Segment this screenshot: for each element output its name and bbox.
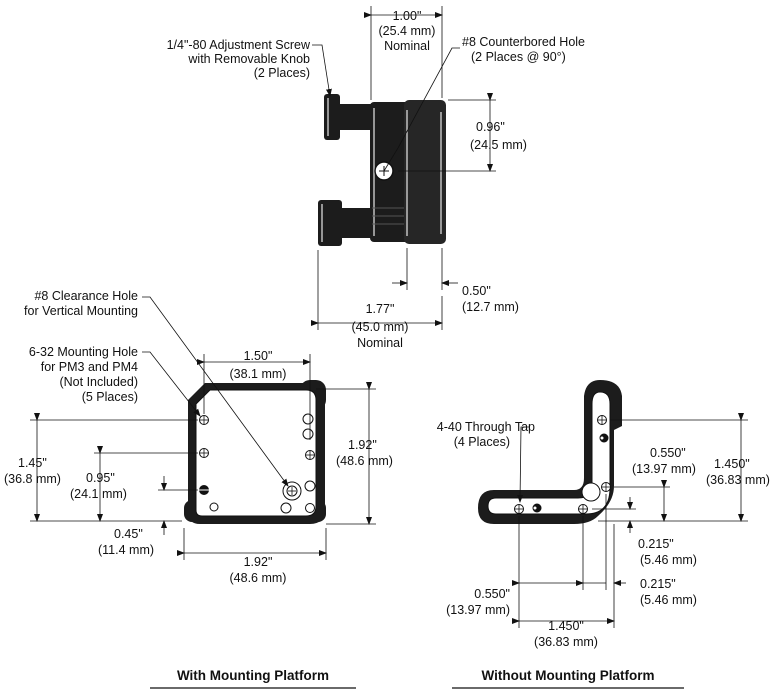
dim-right-small-1: 0.215" <box>638 537 674 551</box>
right-view-drawing <box>478 380 622 524</box>
right-view-labels: 4-40 Through Tap (4 Places) 0.550" (13.9… <box>437 420 770 689</box>
dim-left-inner-1: 0.95" <box>86 471 115 485</box>
dim-inner-h-2: (13.97 mm) <box>446 603 510 617</box>
dim-outer-h-1: 1.450" <box>548 619 584 633</box>
top-view-dimensions <box>311 6 496 330</box>
dim-width-1: 1.00" <box>393 9 422 23</box>
dim-outer-v-1: 1.450" <box>714 457 750 471</box>
right-view-dimensions <box>512 413 748 628</box>
l-bracket-face <box>487 391 611 515</box>
tap-label-2: (4 Places) <box>454 435 510 449</box>
dim-inner-v-2: (13.97 mm) <box>632 462 696 476</box>
screw-label-3: (2 Places) <box>254 66 310 80</box>
dim-small-1: 0.45" <box>114 527 143 541</box>
dim-width-2: (25.4 mm) <box>379 24 436 38</box>
dim-bottom-2: (48.6 mm) <box>230 571 287 585</box>
dim-bottom-1: 1.92" <box>244 555 273 569</box>
screw-label-2: with Removable Knob <box>187 52 310 66</box>
left-view-dimensions <box>30 296 376 560</box>
dim-right-small-2: (5.46 mm) <box>640 553 697 567</box>
dim-offset-2: (12.7 mm) <box>462 300 519 314</box>
lower-knob <box>318 200 342 246</box>
clearance-label-2: for Vertical Mounting <box>24 304 138 318</box>
hole-label-2: (2 Places @ 90°) <box>471 50 566 64</box>
screw-label-1: 1/4"-80 Adjustment Screw <box>167 38 311 52</box>
dim-bottom-small-1: 0.215" <box>640 577 676 591</box>
mount-label-2: for PM3 and PM4 <box>41 360 138 374</box>
left-view-labels: #8 Clearance Hole for Vertical Mounting … <box>4 289 393 689</box>
dim-overall-3: Nominal <box>357 336 403 350</box>
dim-top-2: (38.1 mm) <box>230 367 287 381</box>
hole-label-1: #8 Counterbored Hole <box>462 35 585 49</box>
caption-without-platform: Without Mounting Platform <box>481 668 654 683</box>
dim-outer-h-2: (36.83 mm) <box>534 635 598 649</box>
mount-label-1: 6-32 Mounting Hole <box>29 345 138 359</box>
dim-top-1: 1.50" <box>244 349 273 363</box>
tap-label-1: 4-40 Through Tap <box>437 420 535 434</box>
dim-small-2: (11.4 mm) <box>98 543 154 557</box>
dim-right-2: (48.6 mm) <box>336 454 393 468</box>
top-view-labels: 1/4"-80 Adjustment Screw with Removable … <box>167 9 585 350</box>
dim-overall-2: (45.0 mm) <box>352 320 409 334</box>
mount-front-plate <box>404 100 446 244</box>
dim-outer-v-2: (36.83 mm) <box>706 473 770 487</box>
dim-hole-height-2: (24.5 mm) <box>470 138 527 152</box>
dim-left-outer-1: 1.45" <box>18 456 47 470</box>
upper-knob <box>324 94 340 140</box>
left-view-drawing <box>184 380 326 524</box>
dim-inner-v-1: 0.550" <box>650 446 686 460</box>
dim-offset-1: 0.50" <box>462 284 491 298</box>
top-view-drawing <box>318 94 446 246</box>
caption-with-platform: With Mounting Platform <box>177 668 329 683</box>
dim-left-inner-2: (24.1 mm) <box>70 487 127 501</box>
dim-left-outer-2: (36.8 mm) <box>4 472 61 486</box>
clearance-label-1: #8 Clearance Hole <box>34 289 138 303</box>
dim-bottom-small-2: (5.46 mm) <box>640 593 697 607</box>
dim-overall-1: 1.77" <box>366 302 395 316</box>
dim-inner-h-1: 0.550" <box>474 587 510 601</box>
mount-label-3: (Not Included) <box>59 375 138 389</box>
dim-hole-height-1: 0.96" <box>476 120 505 134</box>
dim-width-3: Nominal <box>384 39 430 53</box>
dim-right-1: 1.92" <box>348 438 377 452</box>
mount-label-4: (5 Places) <box>82 390 138 404</box>
